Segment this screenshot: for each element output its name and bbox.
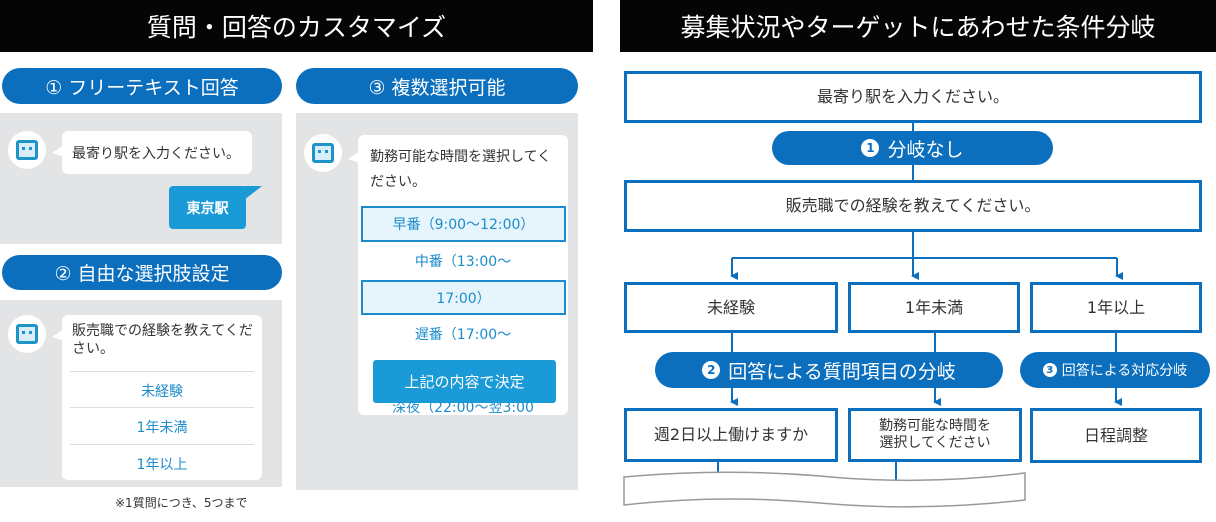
branch-label-text: 回答による対応分岐 <box>1061 363 1188 379</box>
option-item[interactable]: 遅番（17:00～ <box>414 327 512 343</box>
bot-avatar-icon <box>8 131 46 169</box>
number-1-icon: 1 <box>861 139 880 157</box>
number-3-icon: 3 <box>1042 363 1057 377</box>
right-title: 募集状況やターゲットにあわせた条件分岐 <box>620 0 1216 52</box>
branch-label-text: 分岐なし <box>887 138 964 161</box>
question-text: 販売職での経験を教えてください。 <box>72 323 253 357</box>
branch-response-label: 3 回答による対応分岐 <box>1020 352 1210 388</box>
option-selected[interactable]: 早番（9:00～12:00） <box>361 206 566 242</box>
flow-answer: 1年以上 <box>1030 282 1202 333</box>
question-bubble: 勤務可能な時間を選択してください。 早番（9:00～12:00） 中番（13:0… <box>358 135 568 415</box>
option-item[interactable]: 深夜（22:00～翌3:00 <box>392 400 534 415</box>
answer-text: 東京駅 <box>186 200 229 217</box>
flow-answer: 1年未満 <box>848 282 1020 333</box>
continuation-shape <box>623 471 1026 508</box>
number-2-icon: 2 <box>702 361 721 379</box>
option-item[interactable]: 1年以上 <box>136 457 188 473</box>
bot-avatar-icon <box>8 315 46 353</box>
flow-question-2: 販売職での経験を教えてください。 <box>624 180 1202 232</box>
option-item[interactable]: 中番（13:00～ <box>414 254 512 270</box>
option-item[interactable]: 1年未満 <box>136 420 188 436</box>
question-bubble: 販売職での経験を教えてください。 未経験 1年未満 1年以上 <box>52 315 262 480</box>
question-text: 勤務可能な時間を選択してください。 <box>370 149 552 190</box>
branch-label-text: 回答による質問項目の分岐 <box>728 360 956 383</box>
branch-question-label: 2 回答による質問項目の分岐 <box>655 352 1003 388</box>
flow-next: 週2日以上働けますか <box>624 408 838 462</box>
left-title: 質問・回答のカスタマイズ <box>0 0 593 52</box>
question-text: 最寄り駅を入力ください。 <box>72 145 240 162</box>
option-item[interactable]: 未経験 <box>141 384 183 400</box>
flow-next: 日程調整 <box>1030 408 1202 463</box>
submit-button[interactable]: 上記の内容で決定 <box>373 360 556 403</box>
section1-label: ① フリーテキスト回答 <box>2 68 282 104</box>
question-bubble: 最寄り駅を入力ください。 <box>52 131 252 174</box>
flow-next: 勤務可能な時間を選択してください <box>848 408 1022 462</box>
branch-none-label: 1 分岐なし <box>772 131 1053 165</box>
section2-panel: 販売職での経験を教えてください。 未経験 1年未満 1年以上 <box>0 300 282 487</box>
section1-panel: 最寄り駅を入力ください。 東京駅 <box>0 113 282 244</box>
section2-label: ② 自由な選択肢設定 <box>2 255 282 290</box>
footnote: ※1質問につき、5つまで <box>115 496 248 510</box>
flow-answer: 未経験 <box>624 282 838 333</box>
option-selected[interactable]: 17:00） <box>361 280 566 315</box>
bot-avatar-icon <box>304 134 342 172</box>
answer-bubble: 東京駅 <box>169 186 246 229</box>
flow-question-1: 最寄り駅を入力ください。 <box>624 71 1202 123</box>
section3-panel: 勤務可能な時間を選択してください。 早番（9:00～12:00） 中番（13:0… <box>296 113 578 490</box>
answer-tail <box>244 186 262 200</box>
section3-label: ③ 複数選択可能 <box>296 68 578 104</box>
